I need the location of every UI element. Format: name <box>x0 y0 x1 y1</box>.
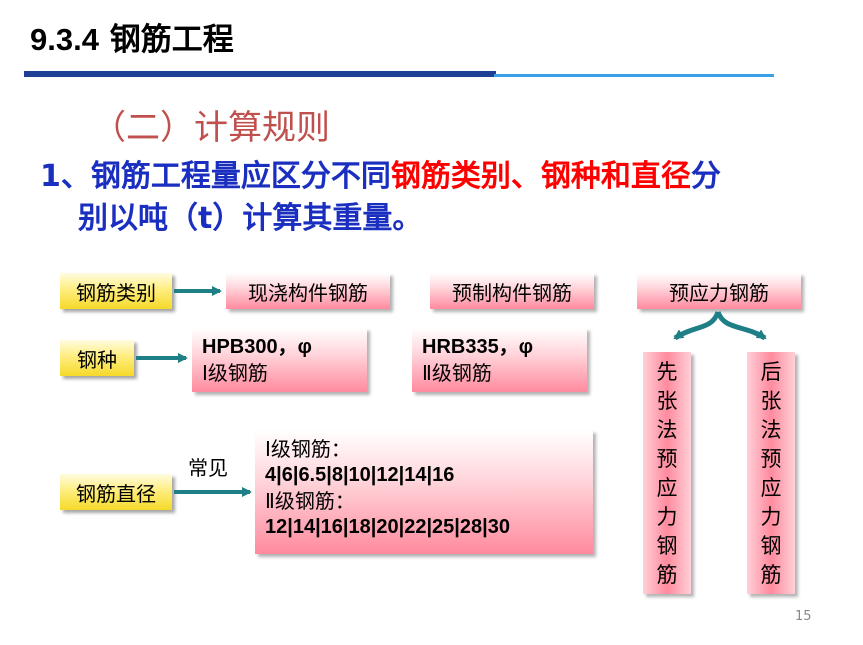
steel-grade: Ⅱ级钢筋 <box>422 361 492 385</box>
rule-highlight: 钢筋类别、钢种和直径 <box>390 159 691 194</box>
grade1-values: 4|6|6.5|8|10|12|14|16 <box>265 464 455 486</box>
vertical-char: 应 <box>760 476 782 500</box>
rule-second-line: 别以吨（t）计算其重量。 <box>78 201 423 236</box>
section-title: 钢筋工程 <box>109 22 234 58</box>
arrow-prestress-right <box>715 310 767 341</box>
vertical-char: 法 <box>656 418 678 442</box>
page-number: 15 <box>795 609 812 624</box>
subtitle: （二）计算规则 <box>92 108 330 148</box>
vertical-char: 张 <box>656 389 678 413</box>
steel-code: HPB300，φ <box>202 336 312 358</box>
rule-prefix: 1、钢筋工程量应区分不同 <box>40 159 391 194</box>
vertical-char: 预 <box>760 447 782 471</box>
method-pretensioned: 先张法预应力钢筋 <box>643 352 691 594</box>
method-posttensioned: 后张法预应力钢筋 <box>747 352 795 594</box>
vertical-char: 张 <box>760 389 782 413</box>
title-underline-light <box>494 74 774 77</box>
rule-point: 1、钢筋工程量应区分不同钢筋类别、钢种和直径分 别以吨（t）计算其重量。 <box>40 156 830 240</box>
vertical-char: 应 <box>656 476 678 500</box>
vertical-char: 钢 <box>656 534 678 558</box>
steel-type-hpb300: HPB300，φ Ⅰ级钢筋 <box>192 328 367 392</box>
steel-code: HRB335，φ <box>422 336 534 358</box>
category-cast-in-place: 现浇构件钢筋 <box>226 273 390 309</box>
section-number: 9.3.4 <box>30 22 99 57</box>
steel-grade: Ⅰ级钢筋 <box>202 361 268 385</box>
grade2-label: Ⅱ级钢筋： <box>265 489 355 513</box>
vertical-char: 力 <box>656 505 678 529</box>
page-title: 9.3.4 钢筋工程 <box>30 14 234 59</box>
vertical-char: 筋 <box>656 563 678 587</box>
vertical-char: 先 <box>656 360 678 384</box>
label-steel-type: 钢种 <box>60 340 134 376</box>
label-category: 钢筋类别 <box>60 273 172 309</box>
grade2-values: 12|14|16|18|20|22|25|28|30 <box>265 516 510 538</box>
rule-suffix: 分 <box>690 159 721 194</box>
label-diameter: 钢筋直径 <box>60 474 172 510</box>
category-prestressed: 预应力钢筋 <box>637 273 801 309</box>
grade1-label: Ⅰ级钢筋： <box>265 437 351 461</box>
diameter-box: Ⅰ级钢筋： 4|6|6.5|8|10|12|14|16 Ⅱ级钢筋： 12|14|… <box>255 430 593 554</box>
vertical-char: 法 <box>760 418 782 442</box>
vertical-char: 后 <box>760 360 782 384</box>
title-underline-dark <box>24 71 496 77</box>
arrow-prestress-left <box>673 310 721 341</box>
vertical-char: 钢 <box>760 534 782 558</box>
vertical-char: 筋 <box>760 563 782 587</box>
category-precast: 预制构件钢筋 <box>430 273 594 309</box>
steel-type-hrb335: HRB335，φ Ⅱ级钢筋 <box>412 328 587 392</box>
vertical-char: 力 <box>760 505 782 529</box>
label-common: 常见 <box>188 456 228 480</box>
vertical-char: 预 <box>656 447 678 471</box>
